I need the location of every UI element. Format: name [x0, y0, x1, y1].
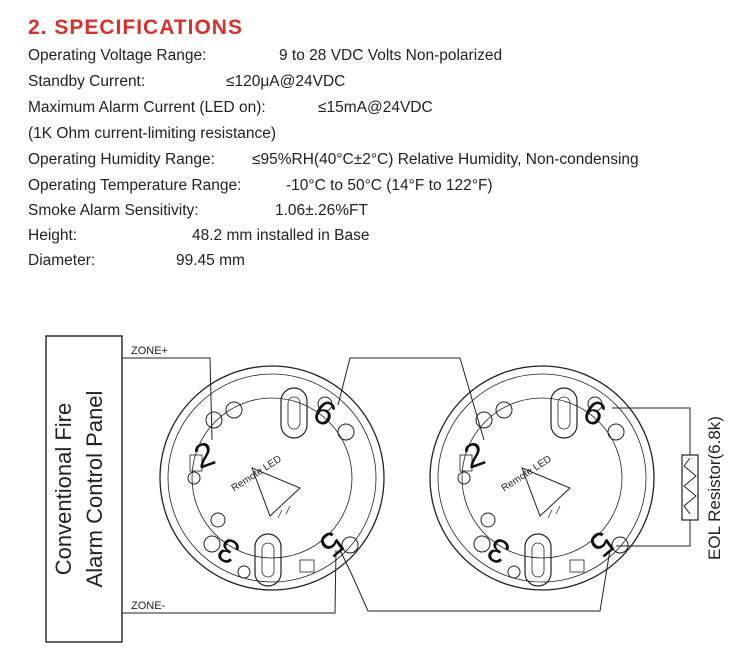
panel-label-line2: Alarm Control Panel	[82, 391, 107, 588]
screw-hole	[205, 411, 223, 429]
led-label-group: Remote LED	[500, 454, 554, 494]
spec-value: 1.06±.26%FT	[275, 202, 368, 219]
mounting-slot-bottom-inner	[531, 542, 545, 578]
screw-hole	[611, 536, 629, 554]
wire-terminal6-to-terminal2	[337, 357, 485, 441]
terminal-2-label: 2	[459, 435, 490, 477]
screw-hole	[480, 512, 496, 528]
screw-hole	[187, 471, 201, 485]
spec-value: -10°C to 50°C (14°F to 122°F)	[286, 177, 493, 194]
spec-label: Smoke Alarm Sensitivity:	[28, 202, 199, 219]
spec-label: (1K Ohm current-limiting resistance)	[28, 125, 277, 142]
spec-label: Operating Voltage Range:	[28, 47, 207, 64]
led-symbol	[251, 467, 301, 517]
screw-hole	[337, 423, 355, 441]
screw-hole	[607, 423, 625, 441]
spec-label: Height:	[28, 227, 78, 244]
mounting-slot-top	[280, 387, 308, 439]
screw-hole	[475, 411, 493, 429]
remote-led-label: Remote LED	[230, 454, 284, 494]
spec-label: Maximum Alarm Current (LED on):	[28, 99, 266, 116]
terminal-clip	[459, 454, 473, 472]
screw-hole	[210, 512, 226, 528]
mounting-slot-top-inner	[287, 396, 301, 430]
led-ray	[547, 509, 553, 519]
eol-wire-bottom	[616, 520, 691, 547]
spec-value: ≤95%RH(40°C±2°C) Relative Humidity, Non-…	[252, 151, 639, 168]
led-ray	[555, 505, 561, 515]
base-inner-ring	[437, 373, 647, 583]
spec-value: 48.2 mm installed in Base	[192, 227, 370, 244]
mounting-slot-bottom-inner	[261, 542, 275, 578]
base-center-ring	[191, 397, 353, 559]
screw-hole	[225, 401, 243, 419]
screw-hole	[341, 536, 359, 554]
terminal-6-label: 6	[577, 392, 612, 434]
eol-resistor-label: EOL Resistor(6.8k)	[705, 416, 724, 560]
led-label-group: Remote LED	[230, 454, 284, 494]
section-heading: 2. SPECIFICATIONS	[28, 16, 243, 39]
zone-minus-label: ZONE-	[131, 600, 166, 612]
zone-minus-wire	[122, 549, 337, 614]
spec-label: Operating Humidity Range:	[28, 151, 215, 168]
screw-hole	[457, 471, 471, 485]
spec-value: 99.45 mm	[176, 252, 245, 269]
spec-value: ≤120μA@24VDC	[226, 73, 346, 90]
wire-terminal5-to-terminal5	[339, 549, 611, 612]
zone-plus-label: ZONE+	[131, 345, 168, 357]
spec-label: Standby Current:	[28, 73, 146, 90]
terminal-clip	[299, 559, 315, 573]
spec-value: 9 to 28 VDC Volts Non-polarized	[279, 47, 503, 64]
panel-label-line1: Conventional Fire	[51, 403, 76, 575]
screw-hole	[473, 535, 491, 553]
screw-hole	[317, 396, 333, 412]
remote-led-label: Remote LED	[500, 454, 554, 494]
base-center-ring	[461, 397, 623, 559]
base-outer-ring	[429, 365, 655, 591]
spec-label: Operating Temperature Range:	[28, 177, 242, 194]
led-symbol	[521, 467, 571, 517]
terminal-6-label: 6	[307, 392, 342, 434]
control-panel-label-2: Alarm Control Panel	[82, 391, 107, 588]
mounting-slot-bottom	[254, 533, 282, 587]
eol-label-group: EOL Resistor(6.8k)	[705, 416, 724, 560]
screw-hole	[587, 396, 603, 412]
mounting-slot-bottom	[524, 533, 552, 587]
eol-resistor-zigzag	[683, 457, 697, 515]
eol-resistor-box	[681, 454, 699, 521]
zone-plus-wire	[122, 357, 213, 441]
terminal-clip	[569, 559, 585, 573]
led-ray	[277, 509, 283, 519]
base-outer-ring	[159, 365, 385, 591]
spec-label: Diameter:	[28, 252, 96, 269]
led-ray	[285, 505, 291, 515]
mounting-slot-top-inner	[557, 396, 571, 430]
screw-hole	[237, 565, 251, 579]
mounting-slot-top	[550, 387, 578, 439]
eol-wire-top	[612, 407, 691, 455]
spec-value: ≤15mA@24VDC	[318, 99, 433, 116]
screw-hole	[495, 401, 513, 419]
terminal-clip	[189, 454, 203, 472]
detector-base-left: Remote LED 2 6 3 5	[159, 365, 385, 591]
base-inner-ring	[167, 373, 377, 583]
terminal-2-label: 2	[189, 435, 220, 477]
control-panel-label: Conventional Fire	[51, 403, 76, 575]
control-panel-box	[45, 335, 123, 643]
screw-hole	[203, 535, 221, 553]
screw-hole	[507, 565, 521, 579]
detector-base-right: Remote LED 2 6 3 5	[429, 365, 655, 591]
wiring-diagram: Conventional Fire Alarm Control Panel ZO…	[45, 335, 724, 643]
